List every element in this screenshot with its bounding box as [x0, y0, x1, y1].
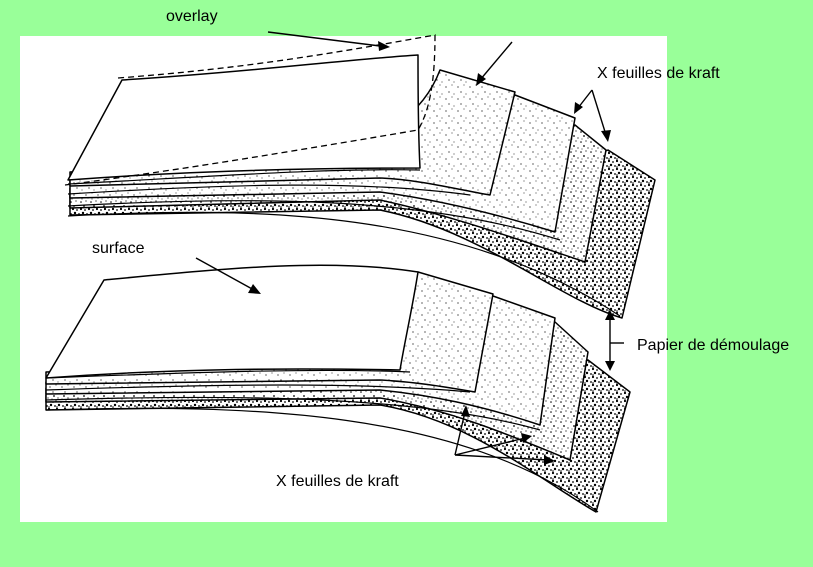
top-kraft-arrow-line-2 — [577, 89, 593, 109]
overlay-label: overlay — [166, 8, 218, 25]
surface-label: surface — [92, 240, 145, 257]
kraft-bottom-label: X feuilles de kraft — [276, 473, 399, 490]
top-kraft-arrow-head-2 — [574, 102, 583, 114]
bottom-kraft-arrow-head-3 — [544, 455, 555, 465]
release-paper-arrow-head-down — [605, 361, 615, 371]
top-layer-edge-2 — [67, 184, 471, 196]
top-kraft-arrow-line-1 — [479, 41, 513, 81]
top-surface-sheet — [67, 54, 421, 181]
overlay-arrow-line — [267, 31, 381, 47]
release-paper-arrow-head-up — [605, 310, 615, 320]
bottom-kraft-arrow-line-2 — [454, 437, 526, 456]
bottom-kraft-arrow-head-2 — [521, 433, 532, 443]
bottom-kraft-arrow-head-1 — [461, 405, 470, 417]
bottom-stack — [45, 264, 631, 513]
kraft-top-label: X feuilles de kraft — [597, 65, 720, 82]
overlay-dashed-sheet — [64, 34, 436, 186]
surface-arrow-head — [248, 284, 261, 294]
top-kraft-arrow-head-3 — [601, 130, 611, 142]
bottom-layer-edge-1 — [45, 369, 411, 379]
bottom-surface-sheet — [45, 264, 419, 379]
surface-arrow-line — [195, 257, 255, 291]
overlay-arrow-head — [378, 41, 390, 51]
bottom-layer-edge-3 — [45, 396, 541, 431]
bottom-kraft-arrow-line-3 — [454, 454, 549, 461]
top-layer-edge-4 — [67, 211, 621, 317]
top-kraft-arrow-line-3 — [591, 89, 607, 136]
bottom-layer-edge-2 — [45, 384, 471, 393]
top-layer-edge-3 — [67, 200, 561, 241]
top-layer-edge-1 — [67, 169, 421, 185]
bottom-layer-edge-4 — [45, 407, 599, 513]
top-kraft-arrow-head-1 — [476, 73, 486, 86]
release-paper-label: Papier de démoulage — [637, 337, 790, 354]
bottom-kraft-arrow-line-1 — [454, 411, 466, 456]
top-stack — [67, 54, 656, 319]
